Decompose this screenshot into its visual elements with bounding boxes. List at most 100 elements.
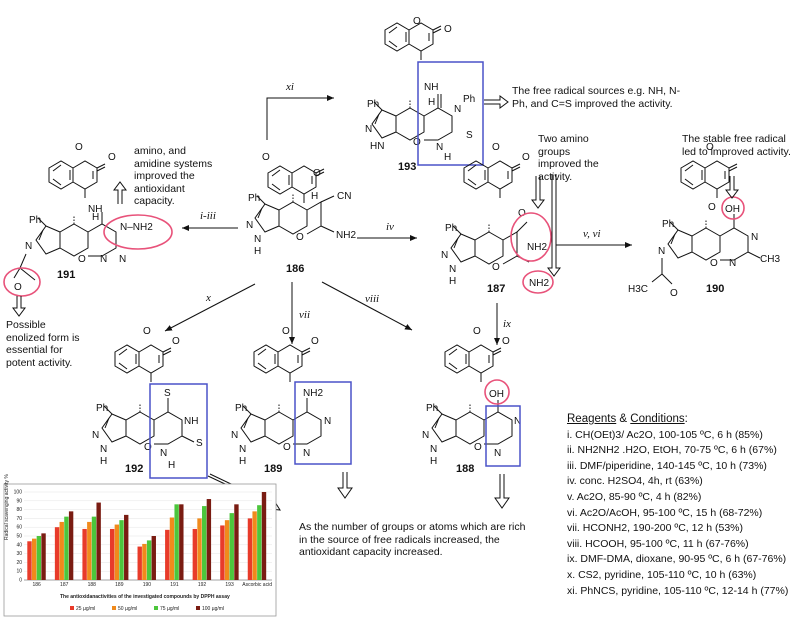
reagent-item-vii: vii. HCONH2, 190-200 ºC, 12 h (53%) — [567, 522, 743, 535]
reagents-conditions: Reagents & Conditions: i. CH(OEt)3/ Ac2O… — [567, 412, 793, 599]
compound-189: Ph N N H O NH2 N N O O 189 — [231, 326, 352, 475]
legend-swatch-3 — [154, 606, 158, 610]
chart-title: The antioxidanactivities of the investig… — [60, 594, 230, 600]
svg-text:O: O — [473, 326, 481, 337]
y-tick-label: 80 — [16, 507, 22, 513]
svg-text:O: O — [710, 258, 718, 269]
bar — [137, 546, 142, 580]
chart-ylabel: Radical scavenging activity % — [4, 474, 10, 540]
svg-text:O: O — [108, 152, 116, 163]
note-enol: Possible enolized form is essential for … — [6, 319, 80, 369]
svg-text:O: O — [78, 254, 86, 265]
svg-text:v, vi: v, vi — [583, 228, 601, 240]
highlight-box-188 — [485, 405, 521, 467]
bar — [257, 505, 262, 580]
legend-label-3: 75 µg/ml — [160, 606, 179, 612]
highlight-circle-187a — [510, 212, 552, 262]
bar — [87, 521, 92, 580]
chart-legend: 25 µg/ml 50 µg/ml 75 µg/ml 100 µg/ml — [70, 606, 224, 612]
legend-swatch-2 — [112, 606, 116, 610]
legend-swatch-1 — [70, 606, 74, 610]
reagent-item-vi: vi. Ac2O/AcOH, 95-100 ºC, 15 h (68-72%) — [567, 506, 763, 519]
svg-text:O: O — [708, 202, 716, 213]
bar — [27, 541, 32, 580]
svg-text:N: N — [441, 250, 448, 261]
svg-text:N: N — [454, 104, 461, 115]
svg-text:Ph: Ph — [445, 223, 457, 234]
highlight-circle-191 — [103, 214, 173, 250]
bar — [31, 538, 37, 580]
compound-label-190: 190 — [706, 283, 724, 295]
bar — [202, 506, 207, 580]
svg-text:O: O — [492, 262, 500, 273]
compound-label-188: 188 — [456, 463, 474, 475]
svg-text:N: N — [100, 444, 107, 455]
y-tick-label: 10 — [16, 569, 22, 575]
bar — [36, 536, 42, 580]
svg-text:HN: HN — [370, 141, 384, 152]
bar — [197, 518, 202, 580]
compound-label-191: 191 — [57, 269, 75, 281]
bar — [64, 516, 69, 580]
compound-label-193: 193 — [398, 161, 416, 173]
y-tick-label: 100 — [14, 490, 23, 496]
svg-text:S: S — [466, 130, 473, 141]
svg-text:NH: NH — [88, 204, 102, 215]
legend-label-2: 50 µg/ml — [118, 606, 137, 612]
svg-text:H: H — [428, 97, 435, 108]
amide-nh2-label: NH2 — [527, 242, 547, 253]
reagent-item-i: i. CH(OEt)3/ Ac2O, 100-105 ºC, 6 h (85%) — [567, 428, 763, 441]
svg-text:viii: viii — [365, 293, 379, 305]
svg-text:Ph: Ph — [662, 219, 674, 230]
svg-text:NH: NH — [184, 416, 198, 427]
svg-text:N: N — [324, 416, 331, 427]
svg-text:N: N — [729, 258, 736, 269]
highlight-circle-188 — [484, 379, 510, 405]
svg-text:O: O — [296, 232, 304, 243]
reagent-item-iv: iv. conc. H2SO4, 4h, rt (63%) — [567, 475, 703, 488]
hollow-arrow-187b — [547, 174, 561, 277]
y-tick-label: 70 — [16, 516, 22, 522]
svg-text:O: O — [313, 168, 321, 179]
svg-text:N: N — [436, 142, 443, 153]
svg-text:O: O — [518, 208, 526, 219]
bar — [54, 527, 60, 580]
hollow-arrow-189 — [337, 472, 353, 499]
legend-label-1: 25 µg/ml — [76, 606, 95, 612]
svg-text:x: x — [205, 292, 211, 304]
bar — [261, 492, 267, 580]
arrow-viii — [321, 281, 413, 331]
svg-text:N: N — [658, 246, 665, 257]
svg-text:O: O — [444, 24, 452, 35]
svg-text:O: O — [706, 142, 714, 153]
hollow-arrow-enol — [12, 296, 26, 317]
bar — [142, 543, 147, 580]
hollow-arrow-193 — [484, 95, 509, 109]
svg-text:H3C: H3C — [628, 284, 648, 295]
svg-text:H: H — [254, 246, 261, 257]
category-label: Ascorbic acid — [242, 582, 272, 588]
amino-nh2-label: NH2 — [529, 278, 549, 289]
bar — [224, 520, 230, 580]
svg-text:O: O — [413, 137, 421, 148]
svg-text:Ph: Ph — [426, 403, 438, 414]
legend-swatch-4 — [196, 606, 200, 610]
bar — [252, 511, 257, 580]
cn-label: CN — [337, 191, 351, 202]
arrow-x — [164, 283, 256, 332]
reagent-item-viii: viii. HCOOH, 95-100 ºC, 11 h (67-76%) — [567, 537, 749, 550]
svg-text:H: H — [449, 276, 456, 287]
compound-label-192: 192 — [125, 463, 143, 475]
svg-text:N: N — [231, 430, 238, 441]
svg-text:Ph: Ph — [463, 94, 475, 105]
svg-text:ix: ix — [503, 318, 511, 330]
bar — [146, 540, 152, 580]
y-tick-label: 30 — [16, 551, 22, 557]
category-label: 189 — [115, 582, 124, 588]
svg-text:O: O — [311, 336, 319, 347]
y-tick-label: 60 — [16, 525, 22, 531]
svg-text:O: O — [522, 152, 530, 163]
svg-text:N: N — [25, 241, 32, 252]
